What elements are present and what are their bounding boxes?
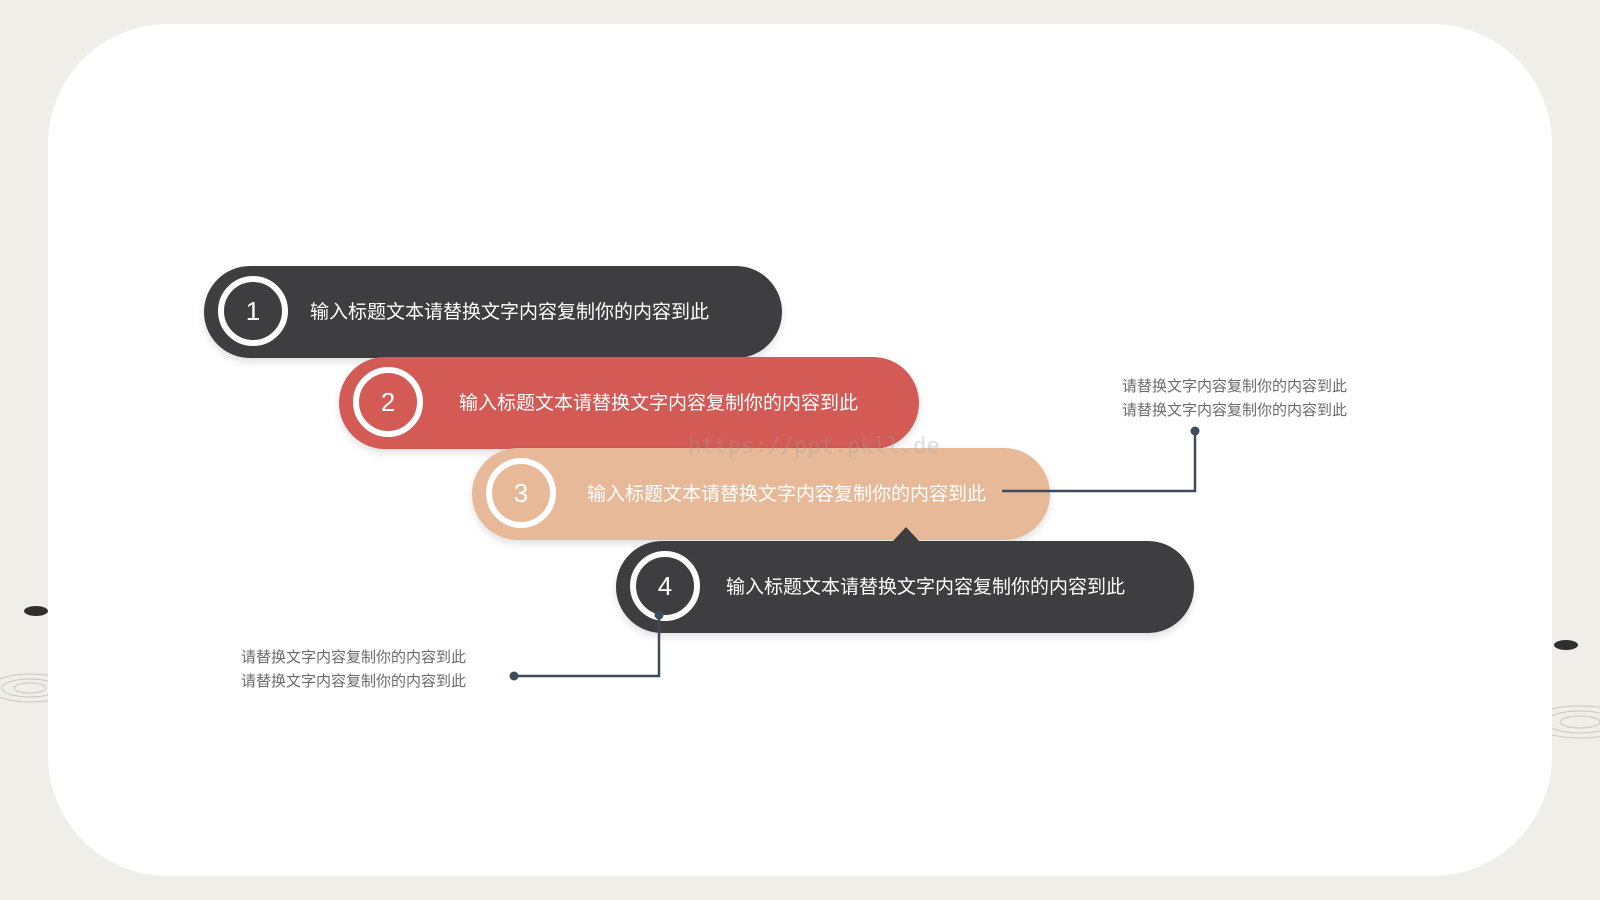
step-bar-1: 1 输入标题文本请替换文字内容复制你的内容到此 (204, 266, 782, 358)
step-number-1: 1 (218, 276, 288, 346)
step-number-4: 4 (630, 551, 700, 621)
step-number-3: 3 (486, 458, 556, 528)
watermark: https://ppt.pkll.de (688, 434, 940, 459)
step-bar-2: 2 输入标题文本请替换文字内容复制你的内容到此 (339, 357, 919, 449)
step-4-pointer (893, 527, 919, 541)
step-title-2: 输入标题文本请替换文字内容复制你的内容到此 (459, 392, 859, 414)
note-right: 请替换文字内容复制你的内容到此 请替换文字内容复制你的内容到此 (1122, 374, 1347, 422)
step-title-4: 输入标题文本请替换文字内容复制你的内容到此 (726, 576, 1126, 598)
step-title-1: 输入标题文本请替换文字内容复制你的内容到此 (310, 301, 710, 323)
step-title-3: 输入标题文本请替换文字内容复制你的内容到此 (587, 483, 987, 505)
step-bar-4: 4 输入标题文本请替换文字内容复制你的内容到此 (616, 541, 1194, 633)
note-left-line-2: 请替换文字内容复制你的内容到此 (241, 672, 467, 690)
note-right-line-2: 请替换文字内容复制你的内容到此 (1122, 401, 1348, 419)
step-number-2: 2 (353, 367, 423, 437)
note-left: 请替换文字内容复制你的内容到此 请替换文字内容复制你的内容到此 (241, 645, 466, 693)
note-right-line-1: 请替换文字内容复制你的内容到此 (1122, 377, 1348, 395)
ink-blot-left (24, 606, 48, 616)
step-bar-3: 3 输入标题文本请替换文字内容复制你的内容到此 (472, 448, 1050, 540)
note-left-line-1: 请替换文字内容复制你的内容到此 (241, 648, 467, 666)
ink-blot-right (1554, 640, 1578, 650)
